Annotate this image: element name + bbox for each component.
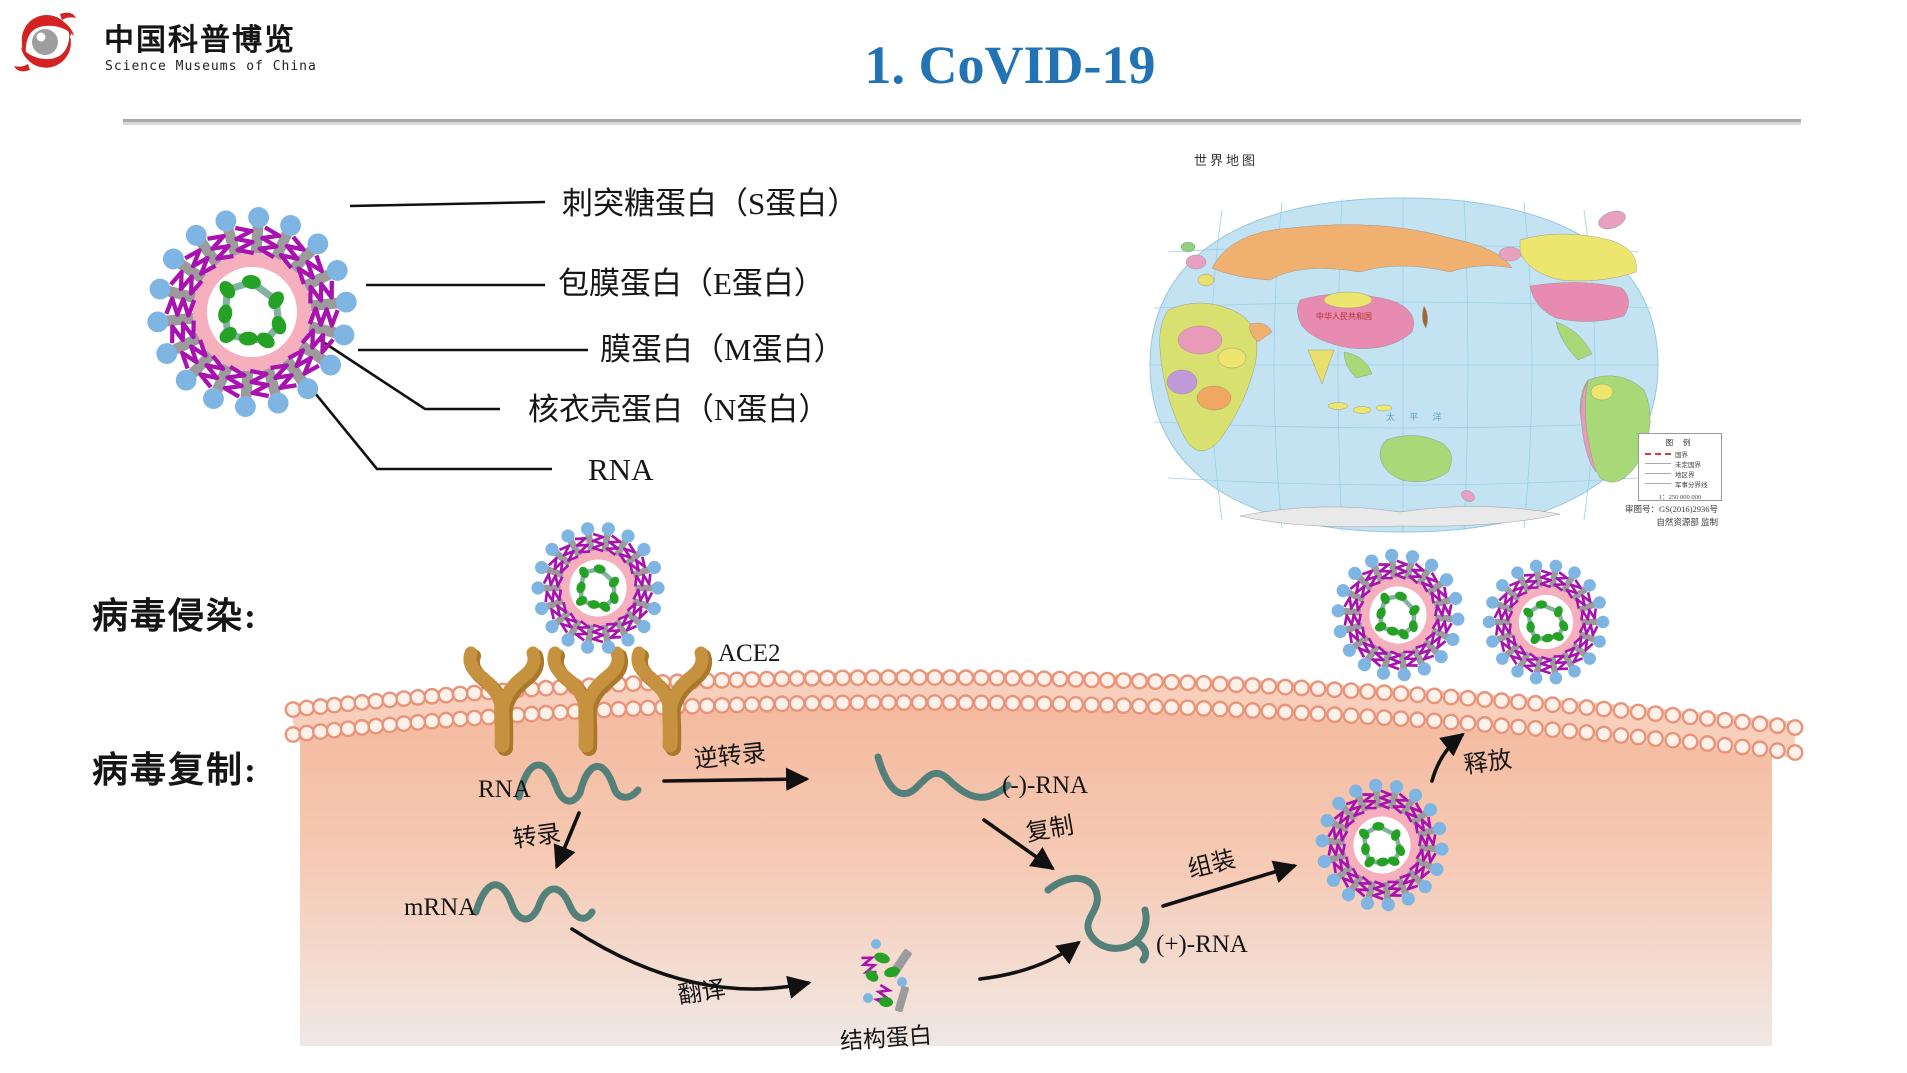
virion bbox=[147, 207, 357, 417]
virion bbox=[531, 522, 665, 654]
label-rna-structure: RNA bbox=[588, 452, 654, 487]
rna-strands bbox=[472, 753, 1150, 964]
map-legend-title: 图 例 bbox=[1665, 438, 1695, 447]
plus-rna-strand bbox=[1044, 874, 1150, 964]
cell-body bbox=[300, 697, 1772, 1046]
legend-label: 地区界 bbox=[1675, 471, 1695, 479]
mrna-strand bbox=[472, 881, 596, 923]
label-m-protein: 膜蛋白（M蛋白） bbox=[600, 332, 845, 367]
ace2-receptors bbox=[463, 646, 713, 756]
map-attribution-2: 自然资源部 监制 bbox=[1656, 517, 1718, 527]
legend-line-undefined bbox=[1645, 463, 1671, 464]
map-attribution-1: 审图号：GS(2016)2936号 bbox=[1624, 504, 1718, 514]
label-ace2: ACE2 bbox=[718, 640, 781, 667]
virion bbox=[1482, 559, 1610, 685]
transcription-arrow bbox=[553, 811, 581, 870]
legend-label: 国界 bbox=[1675, 451, 1688, 459]
virion bbox=[1331, 548, 1465, 682]
logo-title: 中国科普博览 bbox=[104, 24, 296, 57]
label-rna: RNA bbox=[478, 776, 531, 803]
rna-strand bbox=[515, 761, 642, 805]
virion bbox=[1315, 778, 1449, 912]
assembly-arrow bbox=[1161, 860, 1298, 908]
cell-membrane bbox=[284, 669, 1804, 761]
map-ocean-label: 太 平 洋 bbox=[1386, 412, 1448, 422]
translation-arrow bbox=[570, 927, 812, 999]
map-scale: 1：250 000 000 bbox=[1658, 494, 1702, 501]
ace2-receptor bbox=[463, 646, 545, 756]
header-divider bbox=[123, 119, 1801, 122]
s-protein-line bbox=[349, 200, 546, 208]
map-title: 世界地图 bbox=[1194, 153, 1259, 168]
logo-subtitle: Science Museums of China bbox=[105, 59, 317, 74]
map-china-label: 中华人民共和国 bbox=[1316, 312, 1372, 321]
page-title: 1. CoVID-19 bbox=[864, 35, 1156, 95]
minus-rna-strand bbox=[874, 753, 1012, 801]
map-legend: 图 例 国界 未定国界 地区界 军事分界线 1：250 000 000 bbox=[1638, 433, 1722, 501]
label-s-protein: 刺突糖蛋白（S蛋白） bbox=[562, 186, 859, 221]
virions bbox=[147, 207, 1610, 912]
legend-line-region bbox=[1645, 473, 1671, 474]
label-e-protein: 包膜蛋白（E蛋白） bbox=[558, 266, 825, 301]
legend-label: 军事分界线 bbox=[1675, 481, 1708, 489]
legend-label: 未定国界 bbox=[1675, 461, 1701, 469]
map-continents bbox=[1159, 210, 1651, 528]
release-arrow bbox=[1430, 732, 1465, 783]
legend-line-national bbox=[1645, 452, 1671, 455]
process-arrows bbox=[553, 732, 1465, 999]
label-n-protein: 核衣壳蛋白（N蛋白） bbox=[528, 392, 830, 427]
legend-line-military bbox=[1645, 483, 1671, 484]
section-replication: 病毒复制: bbox=[92, 750, 258, 790]
label-plus-rna: (+)-RNA bbox=[1156, 931, 1248, 958]
n-protein-line bbox=[319, 338, 500, 411]
replication-arrow bbox=[982, 818, 1055, 871]
protein-to-rna-arrow bbox=[978, 940, 1081, 981]
section-infection: 病毒侵染: bbox=[92, 596, 258, 636]
ace2-receptor bbox=[547, 646, 629, 756]
label-mrna: mRNA bbox=[404, 894, 477, 921]
reverse-transcription-arrow bbox=[662, 767, 810, 791]
structure-connector-lines bbox=[286, 200, 588, 471]
structural-protein-cluster bbox=[860, 939, 912, 1013]
rna-line bbox=[286, 359, 552, 471]
logo-icon bbox=[14, 12, 76, 72]
ace2-receptor bbox=[631, 646, 713, 756]
label-minus-rna: (-)-RNA bbox=[1002, 772, 1089, 799]
world-map bbox=[1149, 197, 1659, 533]
